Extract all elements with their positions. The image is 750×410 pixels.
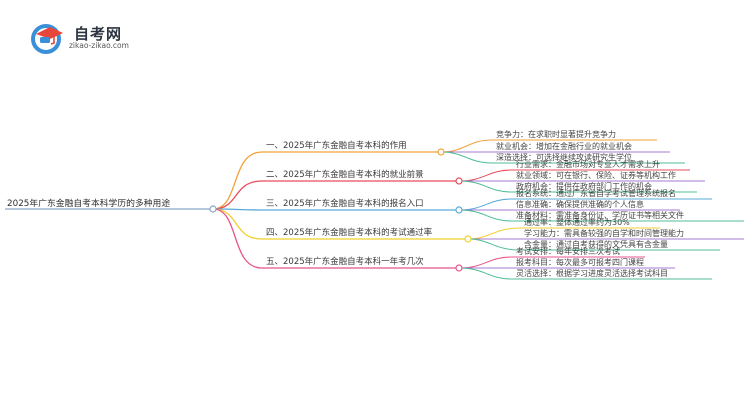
mindmap-branch-4[interactable]: 四、2025年广东金融自考本科的考试通过率 — [266, 228, 433, 238]
mindmap-leaf[interactable]: 报名系统：通过广东省自学考试管理系统报名 — [516, 189, 676, 198]
mindmap-leaf[interactable]: 学习能力：需具备较强的自学和时间管理能力 — [524, 229, 684, 238]
branch3-collapse-toggle — [455, 206, 463, 214]
mindmap-leaf[interactable]: 深造选择：可选择继续攻读研究生学位 — [496, 153, 632, 162]
branch5-collapse-toggle — [455, 264, 463, 272]
site-url: zikao-zikao.com — [69, 41, 129, 50]
branch2-collapse-toggle — [455, 177, 463, 185]
mindmap-branch-5[interactable]: 五、2025年广东金融自考本科一年考几次 — [266, 257, 424, 267]
mindmap-leaf[interactable]: 灵活选择：根据学习进度灵活选择考试科目 — [516, 269, 668, 278]
root-branch5-connector — [212, 208, 263, 269]
mindmap-branch-2[interactable]: 二、2025年广东金融自考本科的就业前景 — [266, 170, 424, 180]
branch4-collapse-toggle — [464, 235, 472, 243]
mindmap-branch-3[interactable]: 三、2025年广东金融自考本科的报名入口 — [266, 199, 424, 209]
mindmap-leaf[interactable]: 就业领域：可在银行、保险、证券等机构工作 — [516, 171, 676, 180]
site-name: 自考网 — [74, 25, 123, 43]
mindmap-leaf[interactable]: 考试安排：每年安排三次考试 — [516, 247, 620, 256]
mindmap-leaf[interactable]: 准备材料：需准备身份证、学历证书等相关文件 — [516, 211, 684, 220]
graduation-cap-logo-icon — [31, 24, 63, 54]
mindmap-leaf[interactable]: 含金量：通过自考获得的文凭具有含金量 — [524, 240, 668, 249]
root-branch1-connector — [212, 151, 263, 210]
root-branch4-connector — [212, 208, 263, 240]
mindmap-root-node[interactable]: 2025年广东金融自考本科学历的多种用途 — [7, 199, 171, 209]
root-branch2-connector — [212, 180, 263, 210]
mindmap-leaf[interactable]: 通过率：整体通过率约为30% — [524, 218, 630, 227]
root-collapse-toggle — [209, 205, 217, 213]
mindmap-branch-1[interactable]: 一、2025年广东金融自考本科的作用 — [266, 141, 407, 151]
mindmap-leaf[interactable]: 就业机会：增加在金融行业的就业机会 — [496, 142, 632, 151]
mindmap-leaf[interactable]: 竞争力：在求职时显著提升竞争力 — [496, 130, 616, 139]
mindmap-leaf[interactable]: 行业需求：金融市场对专业人才需求上升 — [516, 160, 660, 169]
mindmap-leaf[interactable]: 政府机会：提供在政府部门工作的机会 — [516, 182, 652, 191]
mindmap-leaf[interactable]: 信息准确：确保提供准确的个人信息 — [516, 200, 644, 209]
site-logo[interactable]: 自考网 zikao-zikao.com — [30, 20, 150, 56]
branch1-collapse-toggle — [437, 148, 445, 156]
mindmap-leaf[interactable]: 报考科目：每次最多可报考四门课程 — [516, 258, 644, 267]
